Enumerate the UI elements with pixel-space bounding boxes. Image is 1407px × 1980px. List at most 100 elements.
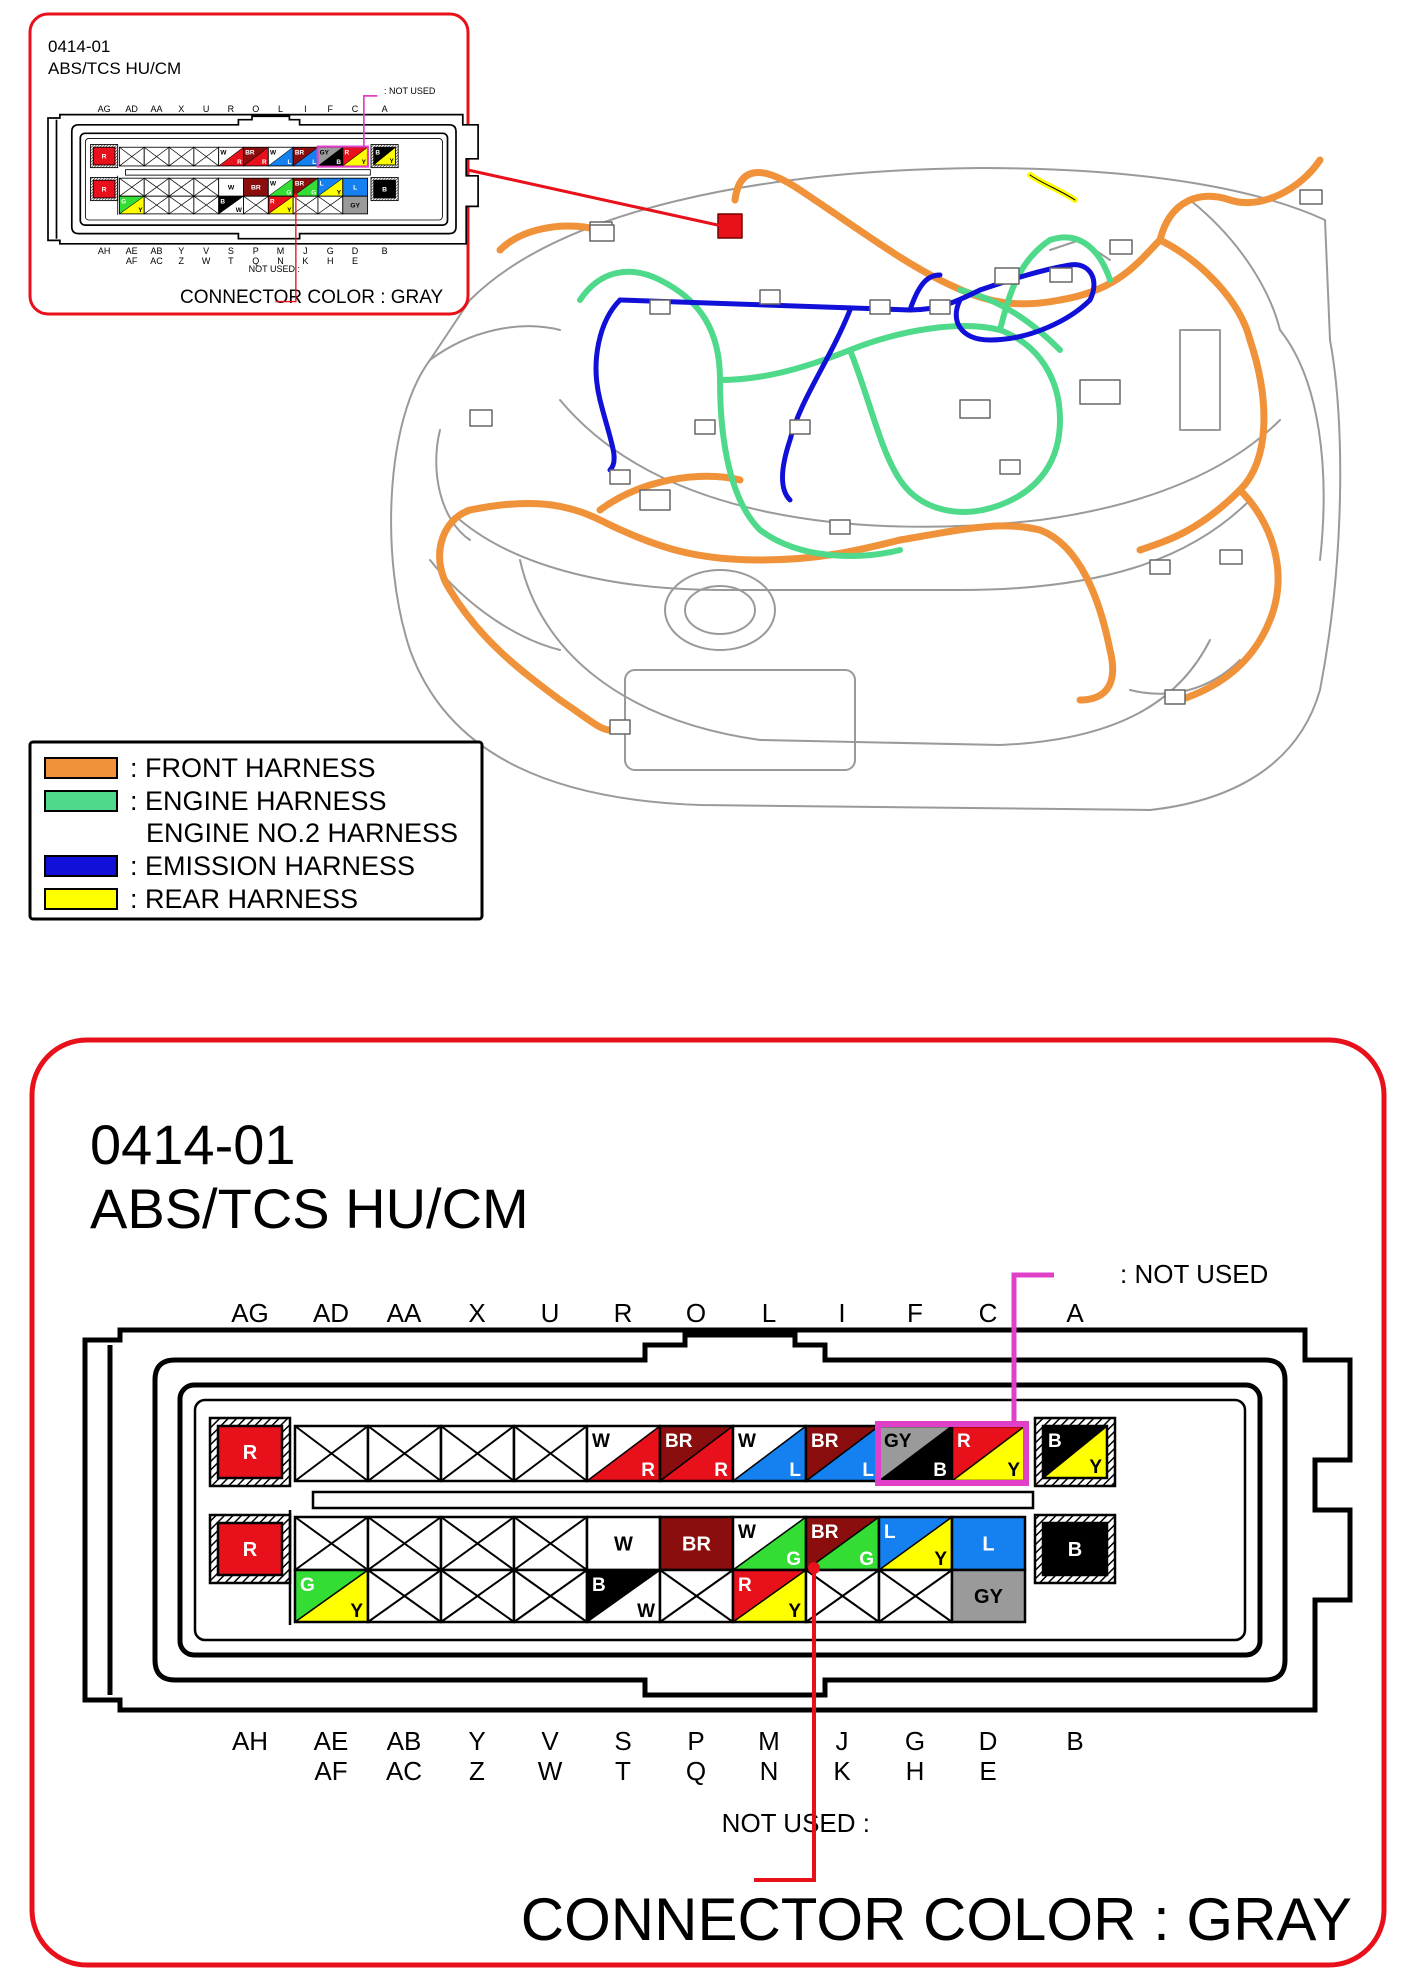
pin-label-bottom: AB	[387, 1726, 422, 1756]
inset-not-used-top: : NOT USED	[384, 86, 436, 96]
inset-connector-name: ABS/TCS HU/CM	[48, 59, 181, 78]
wire-color-text: B	[1048, 1431, 1062, 1452]
pin-label-bottom: AH	[232, 1726, 268, 1756]
connector-cell	[366, 1568, 443, 1624]
wire-color-text: W	[637, 1601, 655, 1622]
wire-color-text: BR	[295, 180, 305, 187]
connector-cell: WR	[218, 146, 244, 167]
wire-color-text: BR	[245, 149, 255, 156]
pin-label-bottom: S	[614, 1726, 631, 1756]
connector-cell	[366, 1424, 443, 1483]
wire-color-text: BR	[295, 149, 305, 156]
wire-color-text: Y	[362, 159, 367, 166]
wire-color-text: G	[786, 1549, 801, 1570]
inset-pin-label: O	[252, 104, 259, 114]
wire-color-text: W	[738, 1431, 756, 1452]
legend-label: : EMISSION HARNESS	[130, 851, 415, 881]
wire-color-text: BR	[665, 1431, 693, 1452]
wire-color-text: B	[220, 198, 225, 205]
wire-color-text: R	[957, 1431, 971, 1452]
pin-label-bottom: Z	[469, 1756, 485, 1786]
wire-color-text: Y	[934, 1549, 947, 1570]
legend-swatch	[44, 757, 118, 779]
inset-pin-label: P	[253, 246, 259, 256]
connector-cell	[317, 195, 344, 215]
connector-cell: BRR	[658, 1424, 735, 1483]
inset-pin-label: F	[327, 104, 333, 114]
pin-label-bottom: AF	[314, 1756, 347, 1786]
connector-cell	[293, 1515, 370, 1572]
wire-color-text: B	[382, 186, 387, 193]
not-used-leader-bottom	[754, 1568, 816, 1882]
connector-cell: RY	[950, 1424, 1027, 1483]
wire-color-text: R	[102, 186, 107, 193]
wire-color-text: L	[982, 1534, 994, 1556]
connector-cell	[193, 146, 220, 167]
connector-cell	[292, 195, 319, 215]
connector-cell	[512, 1424, 589, 1483]
connector-cell	[118, 146, 145, 167]
inset-pin-label: I	[304, 104, 307, 114]
wire-color-text: L	[320, 180, 324, 187]
wire-color-text: GY	[320, 149, 330, 156]
inset-pin-label: AD	[125, 104, 138, 114]
wire-color-text: W	[614, 1534, 633, 1556]
wire-color-text: G	[286, 190, 291, 197]
connector-cell	[439, 1515, 516, 1572]
connector-cell	[293, 1424, 370, 1483]
wire-color-text: B	[336, 159, 341, 166]
wire-color-text: BR	[811, 1522, 839, 1543]
pin-label-top: A	[1066, 1298, 1084, 1328]
inset-pin-label: L	[278, 104, 283, 114]
legend-swatch	[44, 888, 118, 910]
connector-cell: R	[216, 1424, 284, 1480]
wire-color-text: W	[270, 180, 277, 187]
connector-cell: GYB	[877, 1424, 954, 1483]
wire-color-text: GY	[350, 202, 360, 209]
pin-label-top: X	[468, 1298, 485, 1328]
inset-pin-label: AH	[98, 246, 111, 256]
inset-pin-label: Q	[252, 256, 259, 266]
connector-cell	[804, 1568, 881, 1624]
legend-label: : ENGINE HARNESS	[130, 786, 387, 816]
inset-pin-label: R	[228, 104, 235, 114]
wire-color-text: G	[859, 1549, 874, 1570]
pin-label-bottom: J	[836, 1726, 849, 1756]
not-used-leader-top	[1011, 1272, 1054, 1424]
connector-cell: W	[585, 1515, 662, 1572]
connector-cell: L	[342, 177, 369, 197]
connector-cell	[366, 1515, 443, 1572]
connector-cell: WG	[267, 177, 294, 197]
pin-label-bottom: D	[979, 1726, 998, 1756]
inset-pin-label: Z	[179, 256, 185, 266]
connector-cell: BR	[243, 177, 269, 197]
wire-color-text: BR	[682, 1534, 711, 1556]
pin-label-bottom: Q	[686, 1756, 706, 1786]
inset-pin-label: S	[228, 246, 234, 256]
connector-code: 0414-01	[90, 1113, 296, 1176]
connector-cell: BY	[1041, 1424, 1109, 1480]
pin-label-bottom: T	[615, 1756, 631, 1786]
connector-cell: GY	[293, 1568, 370, 1624]
connector-cell	[658, 1568, 735, 1624]
connector-cell	[143, 177, 170, 197]
wire-color-text: Y	[1089, 1457, 1102, 1478]
inset-pin-label: C	[352, 104, 359, 114]
pin-label-bottom: AE	[314, 1726, 349, 1756]
pin-label-top: C	[979, 1298, 998, 1328]
not-used-label-top: : NOT USED	[1120, 1259, 1268, 1289]
inset-pin-label: AF	[126, 256, 138, 266]
inset-pin-label: AC	[150, 256, 163, 266]
connector-name: ABS/TCS HU/CM	[90, 1177, 529, 1240]
connector-cell: R	[216, 1521, 284, 1577]
connector-cell	[243, 195, 269, 215]
not-used-label-bottom: NOT USED :	[722, 1808, 870, 1838]
wire-color-text: L	[312, 159, 316, 166]
wire-color-text: R	[738, 1575, 752, 1596]
connector-cell	[168, 177, 195, 197]
not-used-dot	[293, 193, 298, 198]
pin-label-bottom: P	[687, 1726, 704, 1756]
connector-cell	[439, 1424, 516, 1483]
